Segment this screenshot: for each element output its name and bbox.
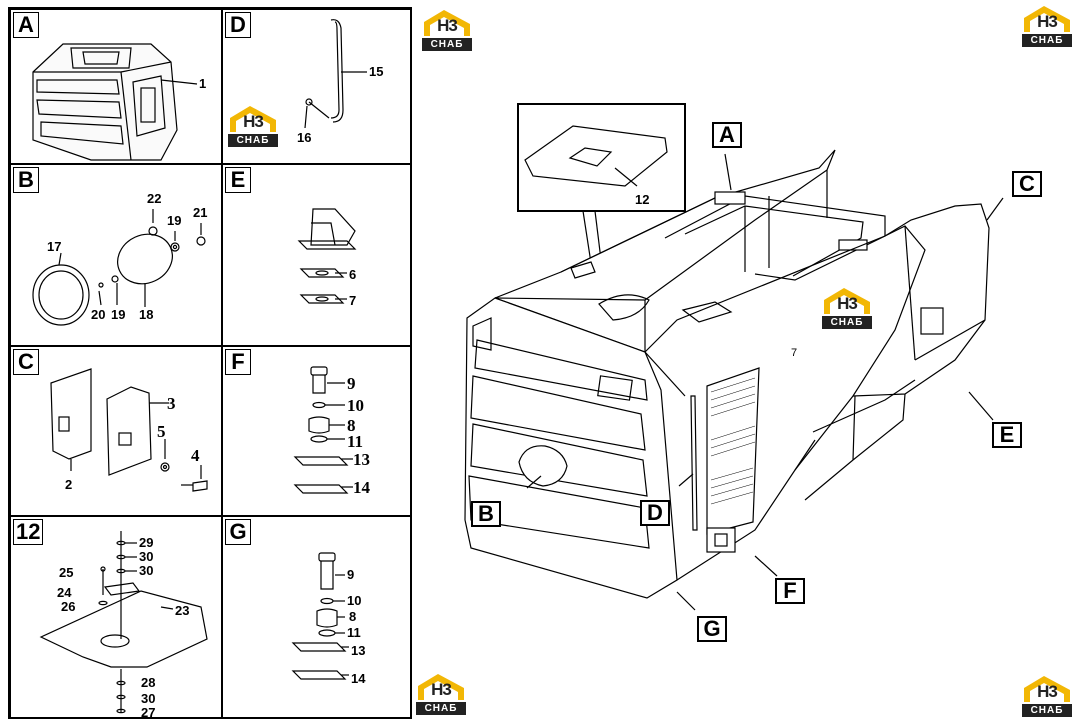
part-number: 18 — [139, 307, 153, 322]
side-panels-drawing: 3 5 4 2 — [50, 368, 208, 492]
round-plate-drawing: 22 19 21 17 20 19 18 — [32, 191, 207, 326]
callout-b: B — [471, 501, 501, 527]
main-assembly-drawing: 7 12 — [464, 103, 1004, 611]
callout-a: A — [712, 122, 742, 148]
panel-label: B — [13, 167, 39, 193]
part-number: 14 — [351, 671, 366, 686]
part-number: 9 — [347, 567, 354, 582]
watermark-logo: H3 СНАБ — [1020, 674, 1076, 720]
detail-panel-grid: A 1 D — [8, 7, 412, 719]
panel-label: A — [13, 12, 39, 38]
house-roof-icon — [230, 106, 276, 132]
panel-d: D 15 16 — [222, 9, 412, 164]
house-roof-icon — [418, 674, 464, 700]
part-number: 19 — [111, 307, 125, 322]
panel-label: 12 — [13, 519, 44, 545]
part-number: 19 — [167, 213, 181, 228]
watermark-logo: H3 СНАБ — [820, 286, 876, 332]
part-number: 7 — [791, 347, 797, 359]
part-number: 13 — [353, 450, 370, 469]
part-number: 11 — [347, 625, 361, 640]
callout-d: D — [640, 500, 670, 526]
callout-e: E — [992, 422, 1022, 448]
part-number: 10 — [347, 396, 364, 415]
part-number: 11 — [347, 432, 363, 451]
part-number: 27 — [141, 705, 155, 719]
cab-housing-drawing: 1 — [32, 43, 206, 161]
panel-c: C 3 5 4 2 — [10, 346, 222, 516]
watermark-logo: H3 СНАБ — [1020, 4, 1076, 50]
part-number: 30 — [141, 691, 155, 706]
logo-text: H3 — [431, 680, 452, 699]
panel-g: G 9 10 8 11 13 14 — [222, 516, 412, 719]
house-roof-icon — [424, 10, 470, 36]
panel-label: F — [225, 349, 251, 375]
watermark-logo: H3 СНАБ — [226, 104, 282, 150]
part-number: 8 — [349, 609, 356, 624]
part-number: 28 — [141, 675, 155, 690]
watermark-logo: H3 СНАБ — [420, 8, 476, 54]
part-number: 2 — [65, 477, 72, 492]
part-number: 4 — [191, 446, 200, 465]
callout-g: G — [697, 616, 727, 642]
logo-text: H3 — [837, 294, 858, 313]
watermark-logo: H3 СНАБ — [414, 672, 470, 718]
part-number: 10 — [347, 593, 361, 608]
callout-c: C — [1012, 171, 1042, 197]
part-number: 17 — [47, 239, 61, 254]
part-number: 25 — [59, 565, 73, 580]
panel-label: G — [225, 519, 251, 545]
logo-text: H3 — [437, 16, 458, 35]
part-number: 15 — [369, 64, 383, 79]
part-number: 13 — [351, 643, 365, 658]
part-number: 22 — [147, 191, 161, 206]
logo-text: H3 — [243, 112, 264, 131]
part-number: 24 — [57, 585, 72, 600]
bolt-stack-drawing: 9 10 8 11 13 14 — [293, 366, 371, 497]
part-number: 12 — [635, 192, 649, 207]
part-number: 5 — [157, 422, 166, 441]
callout-f: F — [775, 578, 805, 604]
logo-subtext: СНАБ — [416, 702, 466, 715]
logo-text: H3 — [1037, 682, 1058, 701]
house-roof-icon — [1024, 6, 1070, 32]
panel-label: D — [225, 12, 251, 38]
house-roof-icon — [1024, 676, 1070, 702]
part-number: 7 — [349, 293, 356, 308]
part-number: 14 — [353, 478, 371, 497]
part-number: 3 — [167, 394, 176, 413]
part-number: 26 — [61, 599, 75, 614]
part-number: 23 — [175, 603, 189, 618]
panel-f: F 9 10 8 11 13 14 — [222, 346, 412, 516]
part-number: 1 — [199, 76, 206, 91]
part-number: 30 — [139, 563, 153, 578]
part-number: 6 — [349, 267, 356, 282]
panel-label: E — [225, 167, 251, 193]
part-number: 29 — [139, 535, 153, 550]
mount-spacers-drawing: 6 7 — [297, 208, 357, 308]
logo-subtext: СНАБ — [1022, 704, 1072, 717]
part-number: 20 — [91, 307, 105, 322]
part-number: 21 — [193, 205, 207, 220]
panel-12: 12 29 3 — [10, 516, 222, 719]
logo-subtext: СНАБ — [422, 38, 472, 51]
part-number: 8 — [347, 416, 356, 435]
part-number: 16 — [297, 130, 311, 145]
house-roof-icon — [824, 288, 870, 314]
logo-text: H3 — [1037, 12, 1058, 31]
logo-subtext: СНАБ — [822, 316, 872, 329]
part-number: 9 — [347, 374, 356, 393]
panel-a: A 1 — [10, 9, 222, 164]
part-number: 30 — [139, 549, 153, 564]
panel-b: B 22 19 21 17 — [10, 164, 222, 346]
logo-subtext: СНАБ — [228, 134, 278, 147]
handle-bar-drawing: 15 16 — [297, 19, 383, 145]
panel-label: C — [13, 349, 39, 375]
logo-subtext: СНАБ — [1022, 34, 1072, 47]
panel-e: E 6 7 — [222, 164, 412, 346]
bolt-stack-drawing: 9 10 8 11 13 14 — [291, 552, 366, 686]
floor-plate-drawing: 29 30 30 25 24 26 23 28 30 27 — [39, 531, 208, 719]
